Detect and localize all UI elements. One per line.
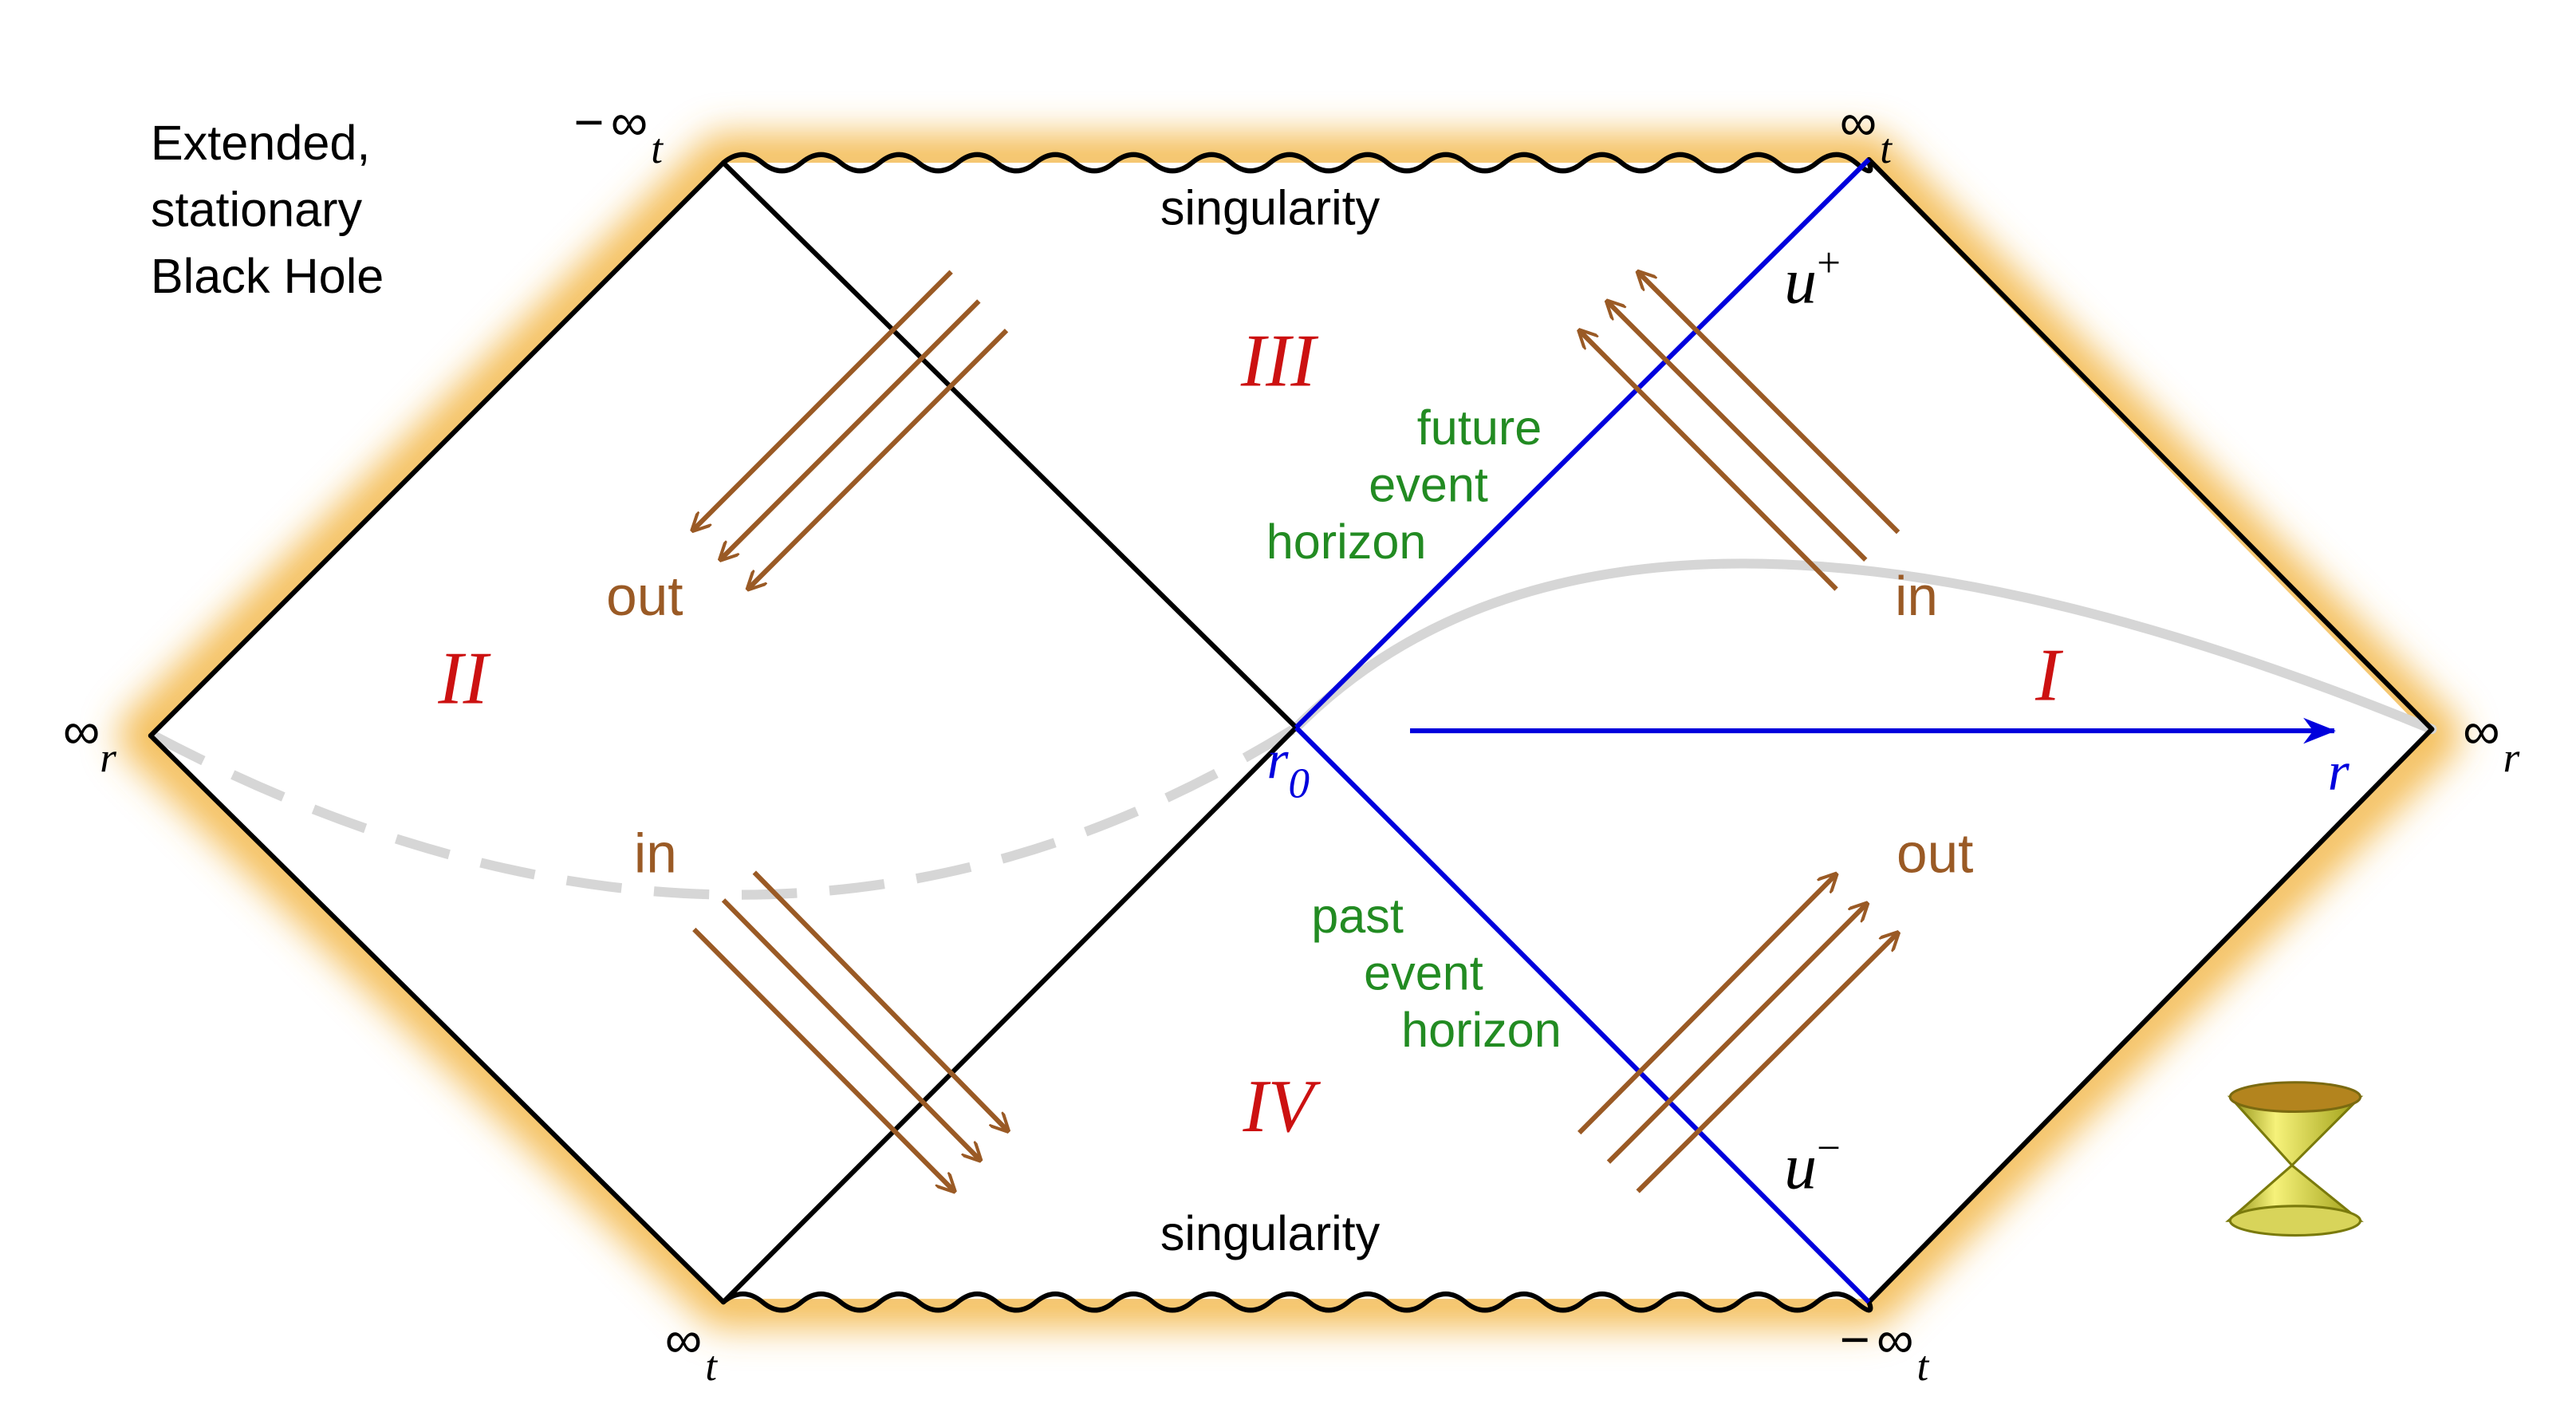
corner-bottom-right: −∞t (1840, 1311, 1930, 1390)
u-plus-label: u+ (1784, 240, 1841, 318)
corner-left: ∞r (63, 702, 117, 782)
singularity-bottom-label: singularity (1160, 1206, 1381, 1260)
u-minus-label: u− (1784, 1126, 1841, 1203)
region1-ingoing-flux (1579, 272, 1900, 591)
future-horizon-label: future event horizon (1266, 400, 1542, 569)
past-horizon-label-line2: event (1364, 945, 1483, 1000)
region1-outgoing-flux (1578, 874, 1898, 1193)
past-event-horizon-line (1294, 725, 1871, 1304)
flux-label-region2-in: in (634, 822, 677, 885)
region-1-label: I (2034, 633, 2063, 716)
corner-bottom-left: ∞t (665, 1311, 719, 1390)
title-line-1: Extended, (151, 116, 371, 170)
singularity-top-label: singularity (1160, 181, 1381, 235)
flux-label-region2-out: out (606, 565, 683, 627)
future-horizon-label-line3: horizon (1266, 515, 1427, 569)
future-horizon-label-line1: future (1417, 400, 1542, 455)
flux-labels: out in in out (606, 565, 1973, 884)
past-horizon-label-line3: horizon (1401, 1003, 1562, 1057)
corner-top-left: −∞t (573, 93, 664, 172)
region-4-label: IV (1242, 1065, 1321, 1148)
cauchy-surface-solid (1291, 558, 2437, 735)
region2-ingoing-flux (692, 870, 1008, 1192)
flux-label-region1-in: in (1895, 565, 1938, 627)
corner-labels: −∞t ∞t ∞t −∞t ∞r ∞r (63, 93, 2520, 1390)
future-event-horizon-line (1294, 157, 1871, 730)
singularity-top-line (722, 152, 1873, 174)
title-line-2: stationary (151, 183, 363, 237)
past-horizon-label: past event horizon (1311, 889, 1562, 1057)
title-line-3: Black Hole (151, 249, 384, 303)
region-labels: I II III IV (437, 320, 2063, 1148)
r0-label: r0 (1266, 729, 1310, 807)
light-cone-icon (2225, 1081, 2364, 1237)
future-horizon-label-line2: event (1369, 457, 1488, 511)
cauchy-surface-dashed (152, 723, 1299, 900)
region-2-label: II (437, 637, 490, 720)
singularity-bottom-line (722, 1291, 1873, 1313)
flux-label-region1-out: out (1897, 822, 1973, 885)
past-horizon-label-line1: past (1311, 889, 1404, 943)
r-axis-label: r (2328, 741, 2350, 803)
diagram-title: Extended, stationary Black Hole (151, 116, 384, 303)
region-3-label: III (1240, 320, 1319, 403)
diagram-boundaries (148, 156, 2435, 1305)
corner-right: ∞r (2463, 702, 2520, 782)
region2-outgoing-flux (692, 270, 1009, 590)
corner-top-right: ∞t (1840, 93, 1893, 172)
